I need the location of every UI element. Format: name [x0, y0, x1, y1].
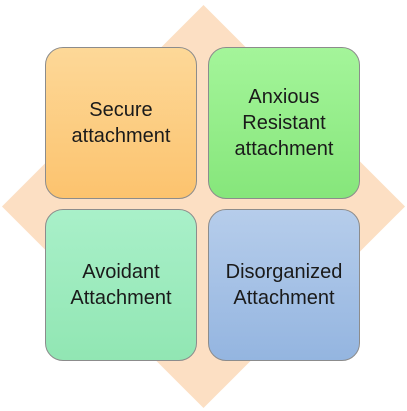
quadrant-secure-attachment: Secure attachment — [45, 47, 197, 199]
quadrant-label-secure: Secure attachment — [71, 99, 171, 147]
quadrant-anxious-resistant-attachment: Anxious Resistant attachment — [208, 47, 360, 199]
quadrant-disorganized-attachment: Disorganized Attachment — [208, 209, 360, 361]
quadrant-label-avoidant: Avoidant Attachment — [70, 261, 172, 309]
quadrant-avoidant-attachment: Avoidant Attachment — [45, 209, 197, 361]
quadrant-label-disorganized: Disorganized Attachment — [225, 261, 343, 309]
quadrant-label-anxious-resistant: Anxious Resistant attachment — [234, 86, 334, 160]
